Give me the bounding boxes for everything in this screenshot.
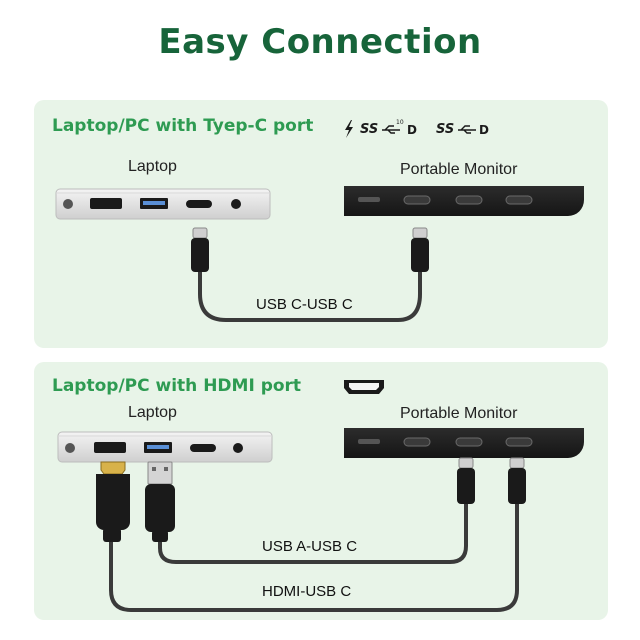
- laptop-label-2: Laptop: [128, 404, 177, 421]
- laptop-side-2: [57, 431, 273, 463]
- ss-usb-displayport-icon: SS D: [436, 122, 489, 137]
- cable-label-usba-usbc: USB A-USB C: [262, 538, 358, 555]
- dp-text-2: D: [479, 123, 489, 137]
- usbc-usbc-cable: [191, 227, 429, 322]
- laptop-side-1: [55, 188, 271, 220]
- monitor-side-2: [344, 428, 584, 458]
- thunderbolt-icon: [345, 120, 353, 138]
- section-typec-heading: Laptop/PC with Tyep-C port: [52, 116, 314, 136]
- dp-text-1: D: [407, 123, 417, 137]
- monitor-side-1: [344, 186, 584, 216]
- page-title: Easy Connection: [158, 22, 482, 62]
- ss-usb-text-2: SS: [436, 122, 454, 137]
- hdmi-port-icon: [344, 380, 384, 394]
- section-typec-panel: [34, 100, 608, 348]
- ss-usb-10-displayport-icon: SS 10 D: [360, 119, 417, 137]
- monitor-label-1: Portable Monitor: [400, 161, 518, 178]
- usba-usbc-cable: [145, 457, 475, 564]
- hdmi-usbc-cable: [96, 457, 526, 612]
- cable-label-usbc-usbc: USB C-USB C: [256, 296, 353, 313]
- cable-label-hdmi-usbc: HDMI-USB C: [262, 583, 352, 600]
- ss-usb-10-sub: 10: [396, 119, 404, 126]
- ss-usb-text: SS: [360, 122, 378, 137]
- monitor-label-2: Portable Monitor: [400, 405, 518, 422]
- laptop-label-1: Laptop: [128, 158, 177, 175]
- section-hdmi-heading: Laptop/PC with HDMI port: [52, 376, 302, 396]
